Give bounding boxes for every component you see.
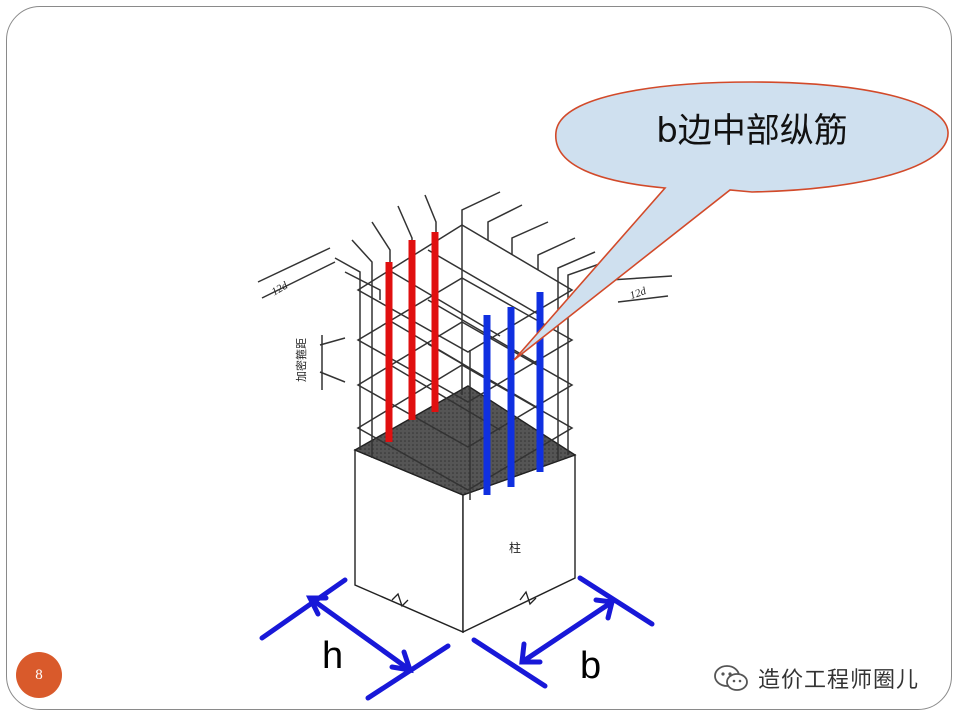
b-label: b xyxy=(580,645,601,687)
wechat-icon xyxy=(714,665,748,691)
callout-bubble: b边中部纵筋 xyxy=(513,81,949,361)
h-dimension xyxy=(259,577,451,701)
dimension-label-left: 12d xyxy=(270,279,291,298)
column-label: 柱 xyxy=(509,540,521,555)
page-number-badge: 8 xyxy=(16,652,62,698)
dimension-label-right: 12d xyxy=(628,285,648,302)
h-label: h xyxy=(322,635,343,677)
concrete-column: 柱 xyxy=(353,385,577,634)
watermark-text: 造价工程师圈儿 xyxy=(758,668,920,693)
b-side-middle-bars xyxy=(483,292,544,495)
h-side-middle-bars xyxy=(385,232,439,442)
callout-text: b边中部纵筋 xyxy=(656,111,848,151)
b-dimension xyxy=(471,575,655,689)
watermark: 造价工程师圈儿 xyxy=(712,660,919,696)
vertical-note: 加密箍距 xyxy=(294,338,308,382)
